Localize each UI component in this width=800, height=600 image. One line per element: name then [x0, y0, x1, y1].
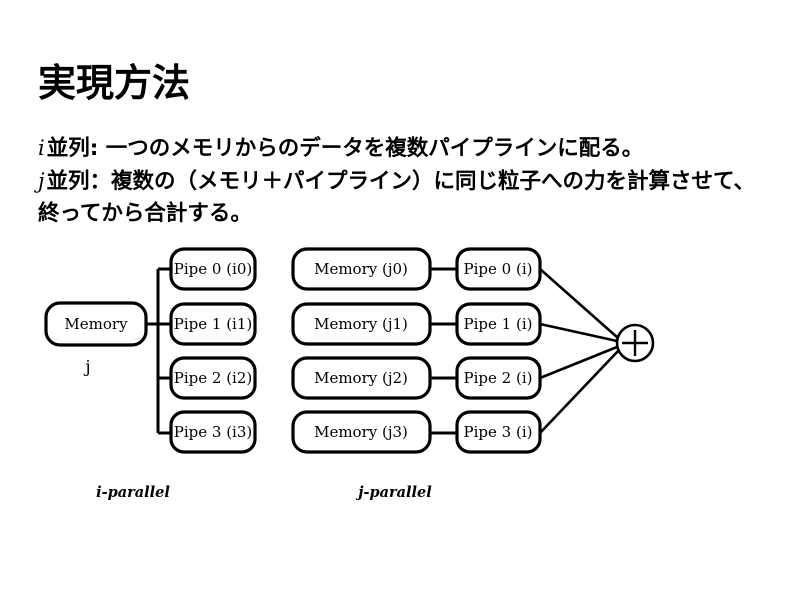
- node-pipe-j2[interactable]: Pipe 2 (i): [455, 356, 542, 400]
- body-text-block: i並列: 一つのメモリからのデータを複数パイプラインに配る。 j並列：複数の（メ…: [38, 132, 774, 230]
- node-memory-j3-shape: [291, 410, 432, 454]
- node-memory-j0[interactable]: Memory (j0): [291, 247, 432, 291]
- node-pipe-j0[interactable]: Pipe 0 (i): [455, 247, 542, 291]
- node-memory-j3-label: Memory (j3): [314, 423, 408, 441]
- node-pipe-i2-label: Pipe 2 (i2): [174, 369, 253, 387]
- node-pipe-j3-shape: [455, 410, 542, 454]
- body-line-i: i並列: 一つのメモリからのデータを複数パイプラインに配る。: [38, 132, 774, 165]
- node-pipe-j1-shape: [455, 302, 542, 346]
- node-pipe-i3[interactable]: Pipe 3 (i3): [169, 410, 257, 454]
- node-pipe-i3-label: Pipe 3 (i3): [174, 423, 253, 441]
- node-memory-j2-label: Memory (j2): [314, 369, 408, 387]
- i-parallel-group: Memory j Pipe 0 (i0) Pipe 1 (i1) Pipe 2 …: [44, 247, 257, 501]
- j-parallel-group: Memory (j0) Memory (j1) Memory (j2) Memo…: [291, 247, 655, 501]
- node-pipe-i0-shape: [169, 247, 257, 291]
- node-pipe-j2-label: Pipe 2 (i): [464, 369, 533, 387]
- node-memory-left[interactable]: Memory: [44, 301, 148, 347]
- node-memory-j3[interactable]: Memory (j3): [291, 410, 432, 454]
- node-pipe-i1[interactable]: Pipe 1 (i1): [169, 302, 257, 346]
- node-pipe-i2[interactable]: Pipe 2 (i2): [169, 356, 257, 400]
- caption-i-parallel: i-parallel: [96, 484, 170, 501]
- node-pipe-i1-label: Pipe 1 (i1): [174, 315, 253, 333]
- node-pipe-i3-shape: [169, 410, 257, 454]
- node-memory-j1[interactable]: Memory (j1): [291, 302, 432, 346]
- page-title: 実現方法: [38, 61, 191, 105]
- node-memory-j1-shape: [291, 302, 432, 346]
- node-pipe-j2-shape: [455, 356, 542, 400]
- connector-pipe0-adder: [539, 268, 619, 339]
- connector-pipe1-adder: [539, 322, 618, 343]
- caption-j-parallel: j-parallel: [355, 484, 432, 501]
- node-pipe-i0-label: Pipe 0 (i0): [174, 260, 253, 278]
- body-line-i-text: 並列: 一つのメモリからのデータを複数パイプラインに配る。: [46, 136, 644, 161]
- memory-left-sublabel-j: j: [83, 358, 90, 378]
- node-pipe-i2-shape: [169, 356, 257, 400]
- node-pipe-i1-shape: [169, 302, 257, 346]
- adder-plus-icon[interactable]: [615, 323, 655, 363]
- connector-pipe3-adder: [539, 349, 620, 434]
- body-line-j-text: 並列：複数の（メモリ＋パイプライン）に同じ粒子への力を計算させて、終ってから合計…: [38, 169, 755, 226]
- node-pipe-j0-label: Pipe 0 (i): [464, 260, 533, 278]
- node-memory-left-shape: [44, 301, 148, 347]
- node-pipe-j3-label: Pipe 3 (i): [464, 423, 533, 441]
- var-j-label: j: [38, 169, 45, 193]
- node-memory-j0-label: Memory (j0): [314, 260, 408, 278]
- node-pipe-j1-label: Pipe 1 (i): [464, 315, 533, 333]
- node-pipe-j0-shape: [455, 247, 542, 291]
- node-memory-left-label: Memory: [64, 315, 128, 333]
- node-memory-j2-shape: [291, 356, 432, 400]
- body-line-j: j並列：複数の（メモリ＋パイプライン）に同じ粒子への力を計算させて、終ってから合…: [38, 165, 774, 230]
- var-i-label: i: [38, 136, 45, 160]
- node-memory-j1-label: Memory (j1): [314, 315, 408, 333]
- node-pipe-j1[interactable]: Pipe 1 (i): [455, 302, 542, 346]
- node-pipe-j3[interactable]: Pipe 3 (i): [455, 410, 542, 454]
- connector-pipe2-adder: [539, 345, 618, 380]
- node-memory-j2[interactable]: Memory (j2): [291, 356, 432, 400]
- node-memory-j0-shape: [291, 247, 432, 291]
- node-pipe-i0[interactable]: Pipe 0 (i0): [169, 247, 257, 291]
